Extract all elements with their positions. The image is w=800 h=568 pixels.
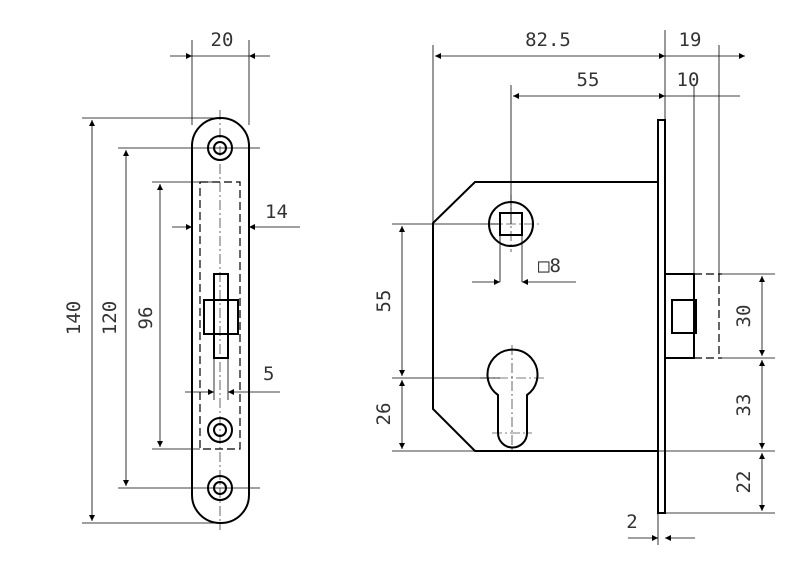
faceplate bbox=[657, 119, 666, 514]
strike-bolt bbox=[213, 273, 229, 359]
dim-strike-width: 20 bbox=[211, 29, 234, 51]
dim-latch-height: 30 bbox=[733, 305, 755, 328]
latch-tongue bbox=[671, 299, 697, 334]
dim-opening-height: 96 bbox=[135, 307, 157, 330]
dim-faceplate-thickness: 2 bbox=[626, 511, 637, 533]
dim-backset: 55 bbox=[577, 69, 600, 91]
strike-plate: 20 140 120 96 14 5 bbox=[63, 29, 300, 530]
strike-latch bbox=[203, 299, 239, 335]
lock-case bbox=[432, 181, 659, 452]
dim-body-depth: 82.5 bbox=[525, 29, 571, 51]
dim-screw-spacing: 120 bbox=[99, 301, 121, 335]
dim-faceplate-offset: 10 bbox=[677, 69, 700, 91]
dim-latch-projection: 19 bbox=[679, 29, 702, 51]
dim-cylinder-offset: 26 bbox=[373, 403, 395, 426]
dim-spindle-to-cylinder: 55 bbox=[373, 290, 395, 313]
cylinder-keyhole bbox=[486, 348, 539, 449]
dim-bottom-offset: 22 bbox=[733, 471, 755, 494]
latch-bolt bbox=[664, 273, 695, 359]
dim-bolt-width: 5 bbox=[263, 363, 274, 385]
dim-strike-height: 140 bbox=[63, 301, 85, 335]
lock-body: 82.5 19 55 10 □8 55 26 30 33 22 2 bbox=[373, 29, 775, 545]
strike-plate-outline bbox=[191, 117, 250, 524]
dim-latch-to-bottom: 33 bbox=[733, 394, 755, 417]
dim-opening-width: 14 bbox=[265, 201, 288, 223]
dim-spindle-square: □8 bbox=[538, 255, 561, 277]
